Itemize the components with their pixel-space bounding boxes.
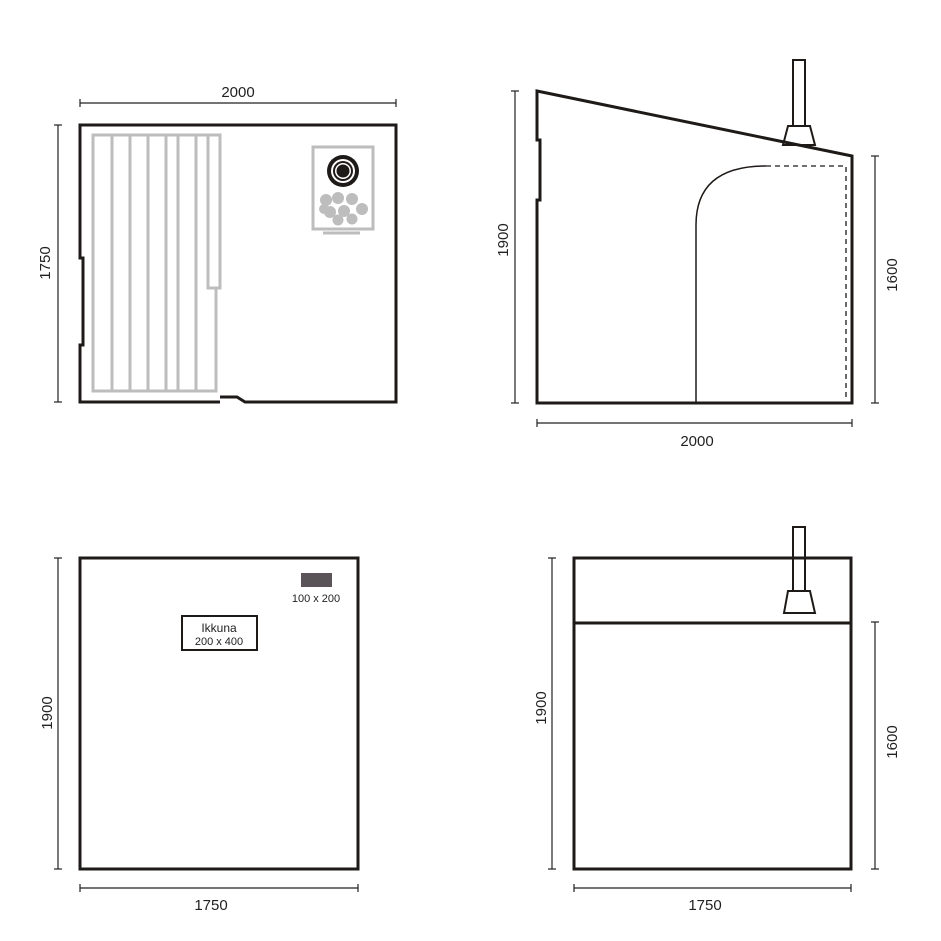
front-height-label: 1900 <box>39 696 56 729</box>
side-walls <box>535 89 854 405</box>
window <box>181 615 258 651</box>
side-height-left-label: 1900 <box>495 223 512 256</box>
bench <box>91 133 222 393</box>
stones-icon <box>319 192 368 226</box>
side-elevation: 1900 1600 2000 <box>495 59 901 450</box>
stove-icon <box>311 145 375 235</box>
floor-walls <box>78 123 398 404</box>
vent-label: 100 x 200 <box>292 593 340 605</box>
dimension-depth: 1750 <box>37 124 62 403</box>
chimney <box>792 59 806 127</box>
back-height-left-label: 1900 <box>533 691 550 724</box>
vent <box>301 573 332 587</box>
back-height-right-label: 1600 <box>884 725 901 758</box>
side-height-right-label: 1600 <box>884 258 901 291</box>
front-walls <box>78 556 360 871</box>
back-elevation: 1900 1600 1750 <box>533 526 901 914</box>
dimension-width: 2000 <box>79 84 397 107</box>
front-elevation: 100 x 200 Ikkuna 200 x 400 1900 1750 <box>39 556 360 914</box>
side-width-label: 2000 <box>680 433 713 450</box>
window-size: 200 x 400 <box>195 636 243 648</box>
back-walls <box>572 556 853 871</box>
front-width-label: 1750 <box>194 897 227 914</box>
floor-plan: 2000 1750 <box>37 84 398 404</box>
window-title: Ikkuna <box>201 621 237 635</box>
floor-width-label: 2000 <box>221 84 254 101</box>
back-width-label: 1750 <box>688 897 721 914</box>
interior-profile <box>695 165 767 403</box>
floor-depth-label: 1750 <box>37 246 54 279</box>
